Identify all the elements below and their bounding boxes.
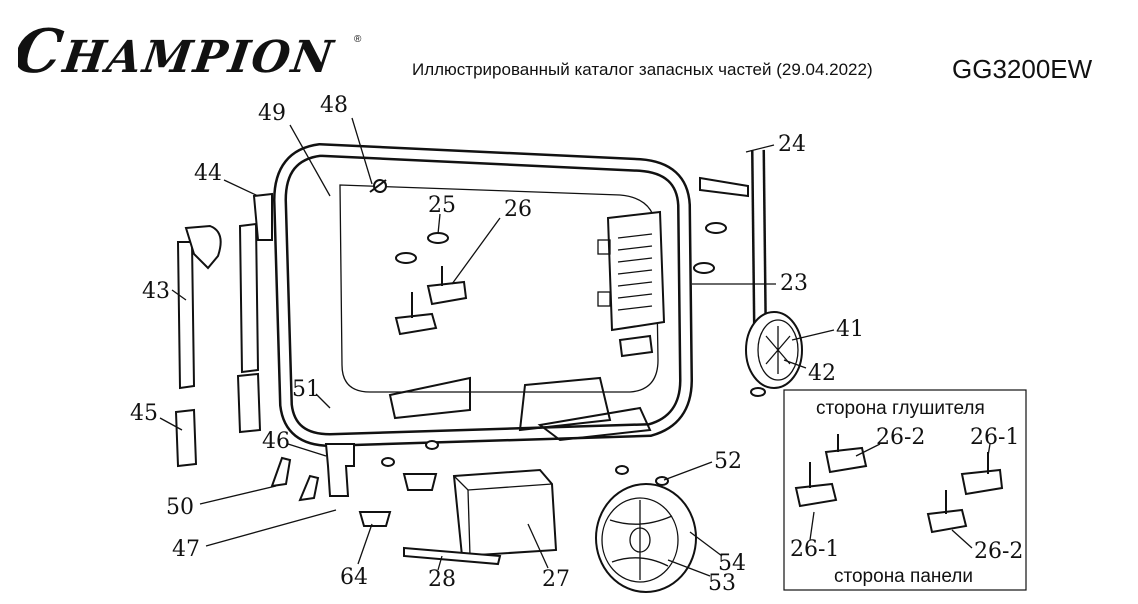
callout-41: 41 [836,317,864,342]
rubber-feet [358,473,438,527]
callout-28: 28 [428,567,456,592]
bolts-50 [270,456,320,502]
callout-46: 46 [262,429,290,454]
bolt-48 [369,179,387,193]
handle-43 [176,224,222,390]
inset-panel-side: сторона панели [834,566,973,587]
bracket-46 [324,443,355,497]
callout-27: 27 [542,567,570,592]
callout-45: 45 [130,401,158,426]
callout-47: 47 [172,537,200,562]
inset-label-26-1-top: 26-1 [970,425,1019,450]
inset-label-26-2-top: 26-2 [876,425,925,450]
flange-nuts [381,222,727,475]
callout-51: 51 [292,377,320,402]
handle-grips [174,372,262,468]
callout-24: 24 [778,132,806,157]
callout-52: 52 [714,449,742,474]
callout-44: 44 [194,161,222,186]
inset-label-26-2-bottom: 26-2 [974,539,1023,564]
frame [272,83,767,448]
battery [452,468,558,558]
mount-inset: сторона глушителя сторона панели 26-2 26… [783,389,1027,591]
model-code: GG3200EW [952,54,1093,84]
callout-26: 26 [504,197,532,222]
callout-42: 42 [808,361,836,386]
inset-label-26-1-bottom: 26-1 [790,537,839,562]
engine-mounts [394,266,468,336]
svg-text:®: ® [354,34,362,45]
callout-23: 23 [780,271,808,296]
battery-strap [403,546,502,566]
callout-64: 64 [340,565,368,590]
svg-text:C: C [18,16,67,82]
callout-54: 54 [718,551,746,576]
champion-logo: C HAMPION ® [18,16,362,82]
leader-lines [159,117,835,577]
front-wheel [595,476,697,593]
callout-48: 48 [320,93,348,118]
callout-53: 53 [708,571,736,596]
callout-43: 43 [142,279,170,304]
inset-muffler-side: сторона глушителя [816,398,985,419]
side-panel [597,210,666,358]
callout-49: 49 [258,101,286,126]
rear-wheel [745,311,803,397]
svg-text:HAMPION: HAMPION [58,31,338,82]
handle-44 [238,192,273,374]
catalog-caption: Иллюстрированный каталог запасных частей… [412,60,873,79]
callout-25: 25 [428,193,456,218]
callout-50: 50 [166,495,194,520]
